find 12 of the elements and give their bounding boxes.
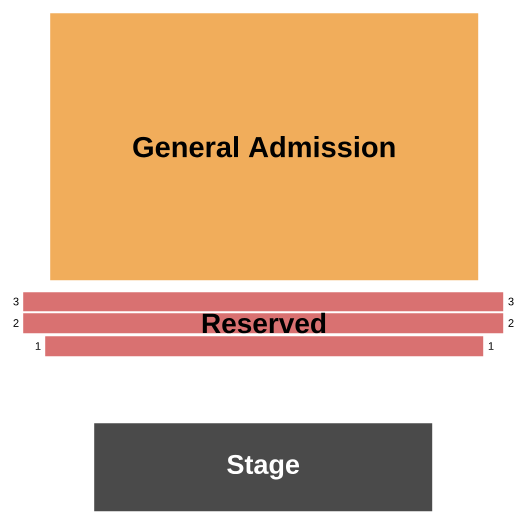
stage-block: Stage [94,423,432,512]
row-number: 2 [14,319,18,327]
seating-row [45,336,484,356]
seating-row [23,313,504,334]
row-number: 2 [508,319,514,327]
row-number: 1 [36,342,41,350]
row-number: 3 [508,298,514,306]
section-label: Reserved [202,312,326,334]
seating-row [23,292,504,312]
row-number: 1 [488,342,494,350]
seating-section: General Admission [50,13,478,280]
row-number: 3 [13,298,19,306]
